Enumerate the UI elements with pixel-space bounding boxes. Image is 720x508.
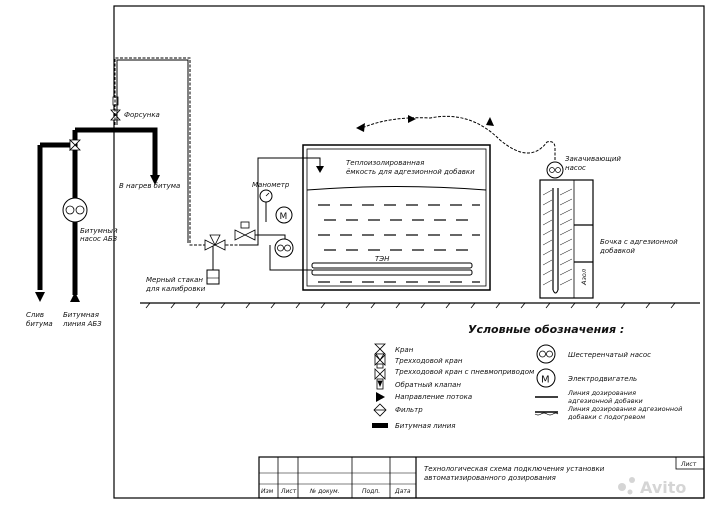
inlet-arrow-icon xyxy=(70,292,80,302)
legend-item-dosing-line-2: адгезионной добавки xyxy=(568,397,643,405)
fill-pump-label-2: насос xyxy=(565,164,586,172)
to-tank-arrow-icon xyxy=(150,175,160,185)
avito-watermark: Avito xyxy=(618,477,686,497)
legend-item-filter: Фильтр xyxy=(395,406,423,414)
legend-gear-pump-icon xyxy=(536,344,556,364)
title-block xyxy=(258,456,705,499)
dosing-three-way-valve-icon xyxy=(204,234,226,251)
tb-col-sign: Подп. xyxy=(362,488,380,495)
barrel-liquid-hatch xyxy=(542,188,573,286)
dosing-lines xyxy=(114,57,556,271)
pneumatic-valve-icon xyxy=(234,221,256,241)
legend-item-heated-line-1: Линия дозирования адгезионной xyxy=(567,405,682,413)
legend-motor-icon: M xyxy=(536,368,556,388)
electric-motor-icon: M xyxy=(275,206,293,224)
tank-liquid xyxy=(318,204,480,283)
tb-title-1: Технологическая схема подключения устано… xyxy=(424,465,605,473)
fill-pump-icon xyxy=(546,161,564,179)
legend-item-flow-direction: Направление потока xyxy=(395,393,472,401)
legend-filter-icon xyxy=(373,403,387,417)
drain-arrow-icon xyxy=(35,292,45,302)
measuring-cup-label-2: для калибровки xyxy=(145,285,206,293)
legend-item-pneumatic-valve: Трехходовой кран с пневмоприводом xyxy=(395,368,535,376)
bitumen-drain-label-2: битума xyxy=(26,320,53,328)
flow-arrow-icon xyxy=(408,115,416,123)
flow-arrow-icon-2 xyxy=(486,117,494,126)
legend-item-check-valve: Обратный клапан xyxy=(395,381,461,389)
svg-text:M: M xyxy=(541,375,550,386)
legend-item-motor: Электродвигатель xyxy=(567,375,637,383)
return-arrow-icon xyxy=(356,123,365,132)
legend-flow-direction-icon xyxy=(376,392,385,402)
measuring-cup-icon xyxy=(206,269,220,285)
heater-label: ТЭН xyxy=(375,255,390,263)
bitumen-pump-icon xyxy=(62,197,88,223)
tb-col-date: Дата xyxy=(394,488,411,495)
legend-item-heated-line-2: добавки с подогревом xyxy=(567,413,645,421)
bitumen-three-way-valve-icon xyxy=(69,139,81,151)
legend-heated-line-icon xyxy=(534,411,559,416)
legend-bitumen-line-icon xyxy=(372,423,388,428)
legend-check-valve-icon xyxy=(376,378,384,390)
manometer-label: Манометр xyxy=(252,181,290,189)
tb-col-doc: № докум. xyxy=(309,488,340,495)
barrel-label-2: добавкой xyxy=(599,247,635,255)
barrel-label-1: Бочка с адгезионной xyxy=(600,238,678,246)
bitumen-line-label-2: линия АБЗ xyxy=(62,320,102,328)
tank-inlet-arrow-icon xyxy=(316,166,324,173)
legend-item-dosing-line-1: Линия дозирования xyxy=(567,389,636,397)
to-bitumen-tank-label: В нагрев битума xyxy=(119,182,180,190)
bitumen-drain-label-1: Слив xyxy=(26,311,44,319)
insulated-tank xyxy=(302,144,491,291)
manometer-icon xyxy=(259,189,273,222)
measuring-cup-label-1: Мерный стакан xyxy=(146,276,203,284)
svg-text:M: M xyxy=(280,212,288,222)
tb-col-change: Изм xyxy=(261,488,274,495)
tb-title-2: автоматизированного дозирования xyxy=(424,474,556,482)
legend-item-valve: Кран xyxy=(395,346,414,354)
nozzle-label: Форсунка xyxy=(124,111,160,119)
tank-label-2: ёмкость для адгезионной добавки xyxy=(346,168,475,176)
legend-valve-icon xyxy=(374,343,386,355)
legend-item-gear-pump: Шестеренчатый насос xyxy=(568,351,651,359)
legend-item-three-way-valve: Трехходовой кран xyxy=(395,357,463,365)
heater-element xyxy=(311,262,473,276)
legend-pneumatic-valve-icon xyxy=(374,363,386,380)
bitumen-lines xyxy=(37,127,158,295)
legend-three-way-valve-icon xyxy=(374,353,386,366)
watermark-text: Avito xyxy=(640,478,686,497)
bitumen-pump-label-2: насос АБЗ xyxy=(80,235,118,243)
dosing-gear-pump-icon xyxy=(274,238,294,258)
ground-line xyxy=(140,302,700,309)
tank-label-1: Теплоизолированная xyxy=(346,159,424,167)
legend-item-bitumen-line: Битумная линия xyxy=(395,422,456,430)
fill-pump-label-1: Закачивающий xyxy=(565,155,621,163)
bitumen-line-label-1: Битумная xyxy=(63,311,99,319)
barrel-marking: Азол xyxy=(580,269,588,286)
tb-col-sheet: Лист xyxy=(280,488,297,495)
tb-sheet-label: Лист xyxy=(680,461,697,468)
bitumen-pump-label-1: Битумный xyxy=(80,227,118,235)
legend-title: Условные обозначения : xyxy=(468,323,624,336)
barrel xyxy=(539,179,594,299)
